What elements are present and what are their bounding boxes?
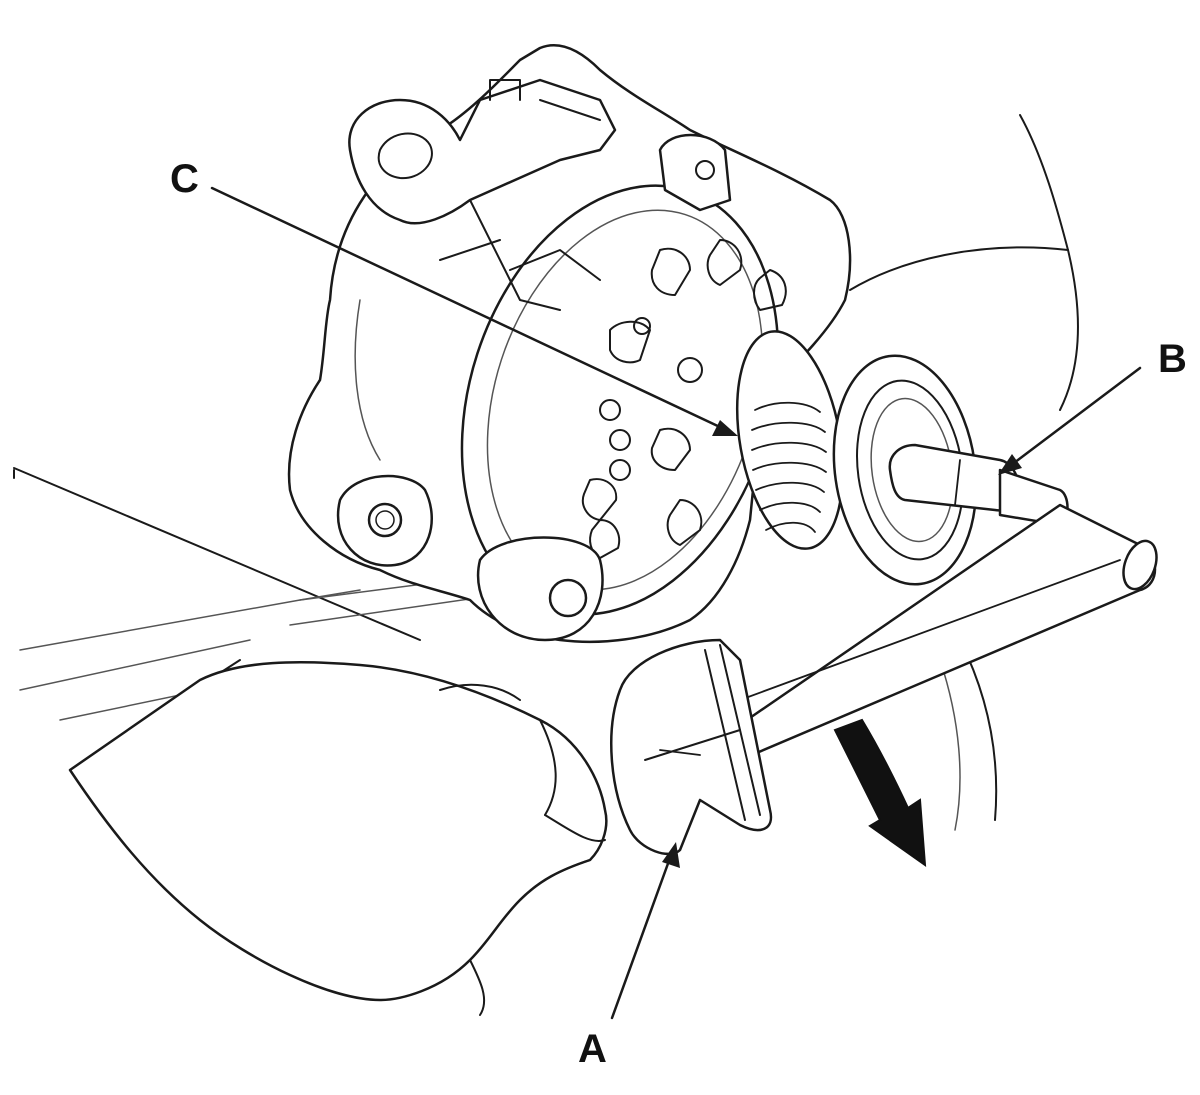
leader-line-c (210, 186, 738, 436)
pulley (735, 330, 978, 586)
leader-line-b (998, 366, 1142, 475)
holder-tool (610, 638, 773, 856)
hand (68, 660, 608, 1016)
breaker-bar (723, 503, 1158, 762)
alternator-body (287, 43, 852, 644)
callout-label-b: B (1158, 337, 1187, 381)
callout-label-a: A (578, 1027, 607, 1071)
callout-label-c: C (170, 157, 199, 201)
leader-line-a (610, 842, 680, 1020)
curved-arrow-down-icon (833, 718, 927, 868)
